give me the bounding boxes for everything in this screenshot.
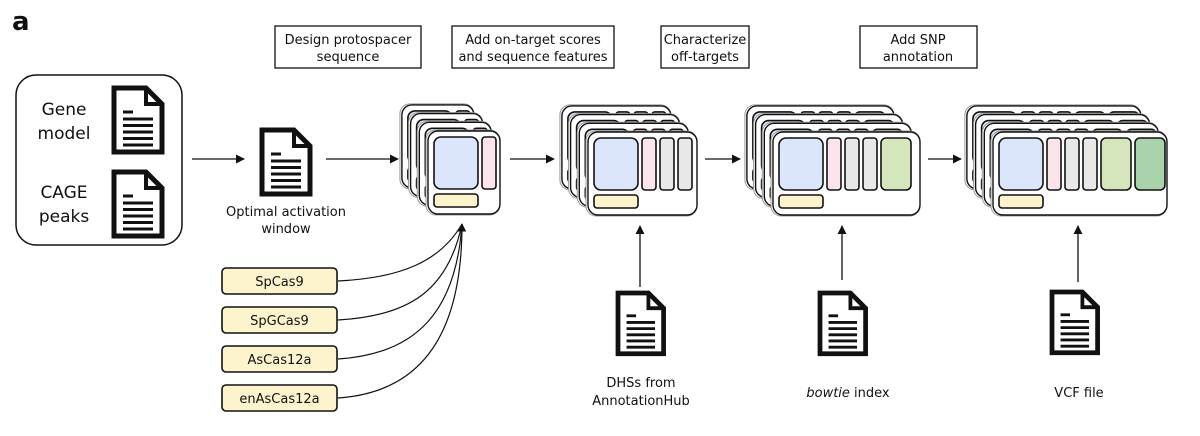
feature-column-gray (1064, 137, 1080, 191)
connector-ascas12a (337, 223, 463, 360)
dhs-label-line1: DHSs from (606, 376, 675, 391)
nuclease-enascas12a: enAsCas12a (221, 384, 338, 412)
feature-column-gray (659, 137, 675, 191)
svg-text:Add SNP: Add SNP (890, 33, 945, 48)
feature-column-pink (481, 136, 497, 190)
svg-text:Design protospacer: Design protospacer (285, 33, 412, 48)
activation-window-label-line2: window (261, 222, 311, 237)
step-label-off-targets: Characterize off-targets (660, 25, 750, 69)
front-card (770, 130, 921, 217)
nuclease-bar (778, 194, 824, 209)
sequence-block (593, 137, 639, 191)
connector-spgcas9 (337, 223, 463, 321)
activation-window-document-icon (259, 127, 313, 197)
nuclease-spgcas9: SpGCas9 (221, 306, 338, 334)
gene-model-document-icon (111, 85, 165, 155)
svg-text:SpGCas9: SpGCas9 (250, 314, 309, 329)
document-fold (292, 130, 310, 148)
svg-text:Characterize: Characterize (664, 33, 747, 48)
svg-text:Add on-target scores: Add on-target scores (465, 33, 601, 48)
guide-table-stack-1 (399, 103, 501, 216)
feature-column-gray (1082, 137, 1098, 191)
bowtie-rest: index (850, 386, 890, 401)
bowtie-index-document-icon (817, 290, 868, 357)
nuclease-ascas12a: AsCas12a (221, 345, 338, 373)
bowtie-italic: bowtie (806, 386, 850, 401)
feature-column-pink (1046, 137, 1062, 191)
bowtie-index-label: bowtie index (806, 386, 890, 401)
nuclease-spcas9: SpCas9 (221, 267, 338, 295)
input-sources-box: Gene model CAGE peaks (15, 74, 183, 246)
nuclease-bar (998, 194, 1044, 209)
cage-peaks-document-icon (111, 169, 165, 239)
svg-text:sequence: sequence (317, 50, 380, 65)
step-label-on-target-scores: Add on-target scores and sequence featur… (451, 25, 615, 69)
svg-text:AsCas12a: AsCas12a (248, 353, 312, 368)
document-fold (144, 172, 162, 190)
guide-table-stack-4 (964, 104, 1168, 217)
connector-spcas9 (337, 223, 463, 282)
feature-column-green (1134, 137, 1166, 191)
cage-peaks-label-line2: peaks (39, 207, 90, 227)
step-label-snp-annotation: Add SNP annotation (859, 25, 978, 69)
document-fold (646, 293, 664, 311)
feature-column-lightgreen (1100, 137, 1132, 191)
guide-table-stack-2 (559, 104, 698, 217)
nuclease-bar (433, 193, 479, 208)
dhs-document-icon (615, 290, 666, 357)
feature-column-gray (677, 137, 693, 191)
front-card (425, 129, 501, 216)
gene-model-label-line2: model (38, 124, 91, 144)
front-card (585, 130, 698, 217)
activation-window-label-line1: Optimal activation (226, 205, 346, 220)
step-label-design-protospacer: Design protospacer sequence (274, 25, 422, 69)
feature-column-gray (862, 137, 878, 191)
document-fold (144, 88, 162, 106)
guide-table-stack-3 (744, 104, 921, 217)
document-fold (848, 293, 866, 311)
gene-model-label-line1: Gene (42, 100, 87, 120)
vcf-document-icon (1049, 289, 1100, 356)
document-fold (1080, 292, 1098, 310)
connector-enascas12a (337, 223, 467, 399)
svg-text:enAsCas12a: enAsCas12a (239, 392, 319, 407)
svg-text:SpCas9: SpCas9 (255, 275, 304, 290)
vcf-file-label: VCF file (1054, 386, 1103, 401)
sequence-block (998, 137, 1044, 191)
feature-column-gray (844, 137, 860, 191)
feature-column-pink (826, 137, 842, 191)
svg-text:and sequence features: and sequence features (458, 50, 607, 65)
cage-peaks-label-line1: CAGE (40, 183, 87, 203)
sequence-block (778, 137, 824, 191)
svg-text:annotation: annotation (883, 50, 953, 65)
dhs-label-line2: AnnotationHub (592, 394, 690, 409)
panel-letter: a (12, 7, 30, 37)
feature-column-pink (641, 137, 657, 191)
nuclease-bar (593, 194, 639, 209)
feature-column-lightgreen (880, 137, 912, 191)
svg-text:off-targets: off-targets (671, 50, 739, 65)
front-card (990, 130, 1168, 217)
sequence-block (433, 136, 479, 190)
